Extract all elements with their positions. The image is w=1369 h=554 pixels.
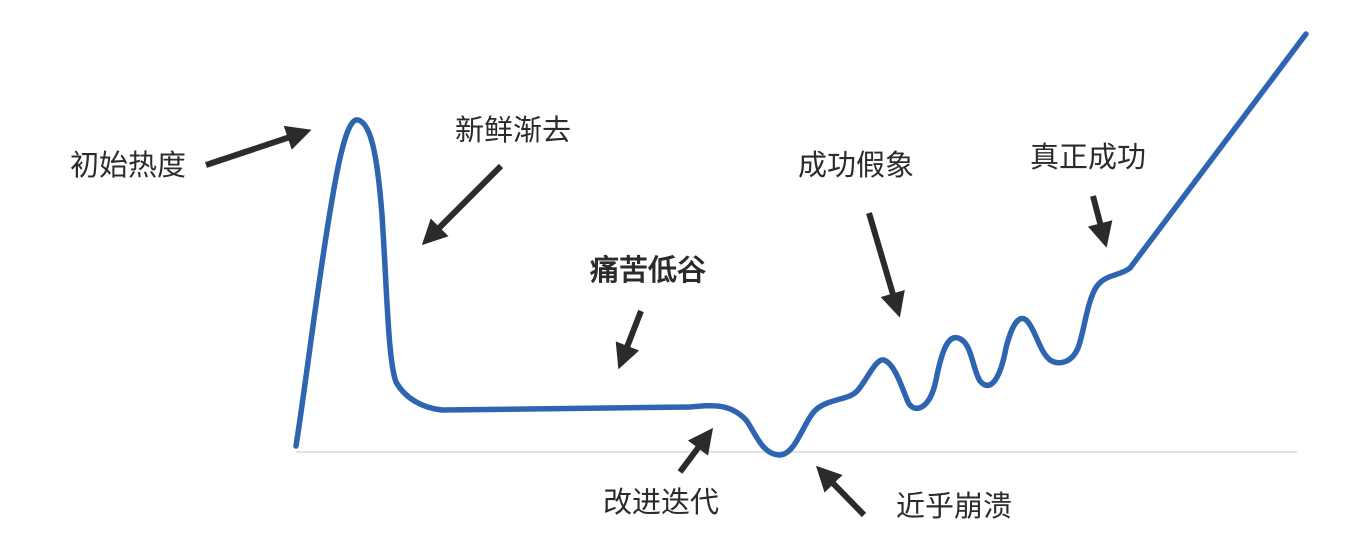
arrow-novelty-fades bbox=[421, 163, 504, 246]
arrow-false-success bbox=[866, 212, 905, 318]
label-novelty-fades: 新鲜渐去 bbox=[455, 113, 571, 147]
label-initial-heat: 初始热度 bbox=[70, 148, 186, 182]
arrow-true-success bbox=[1087, 195, 1113, 248]
trajectory-curve bbox=[293, 31, 1309, 458]
arrow-initial-heat bbox=[205, 125, 312, 168]
label-true-success: 真正成功 bbox=[1030, 140, 1146, 174]
label-iterative-improvement: 改进迭代 bbox=[603, 485, 719, 519]
label-near-collapse: 近乎崩溃 bbox=[896, 489, 1012, 523]
label-painful-trough: 痛苦低谷 bbox=[590, 253, 707, 287]
label-false-success: 成功假象 bbox=[798, 148, 914, 182]
arrow-iterative-improvement bbox=[677, 427, 714, 474]
arrow-near-collapse bbox=[815, 465, 867, 518]
arrow-painful-trough bbox=[615, 309, 644, 370]
